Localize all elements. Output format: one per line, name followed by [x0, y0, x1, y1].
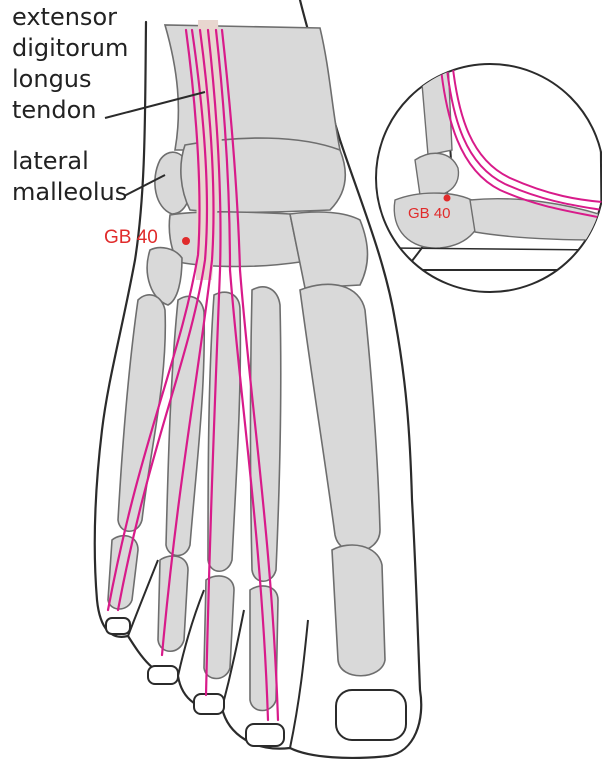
gb40-point-main	[182, 237, 190, 245]
toenail-3	[194, 694, 224, 714]
toenail-4	[148, 666, 178, 684]
lateral-malleolus-label: lateral malleolus	[12, 146, 162, 208]
cuneiform-bone	[290, 212, 368, 288]
toenail-2	[246, 724, 284, 746]
phalanx-4	[158, 556, 188, 651]
metatarsal-4	[166, 296, 204, 555]
metatarsal-5	[118, 295, 165, 531]
tibia-bone	[165, 25, 340, 150]
extensor-label-line-1: extensor	[12, 2, 162, 33]
bones	[108, 25, 385, 711]
gb40-point-inset	[444, 195, 451, 202]
toenail-1	[336, 690, 406, 740]
lateral-label-line-1: lateral	[12, 146, 162, 177]
toenail-5	[106, 618, 130, 634]
extensor-label-line-2: digitorum	[12, 33, 162, 64]
metatarsal-1	[300, 284, 380, 551]
extensor-label-line-4: tendon	[12, 95, 162, 126]
extensor-digitorum-longus-tendon-label: extensor digitorum longus tendon	[12, 2, 162, 126]
inset-lateral-view	[376, 60, 602, 292]
extensor-label-line-3: longus	[12, 64, 162, 95]
gb40-inset-label: GB 40	[408, 205, 451, 222]
toe-divider-4	[290, 620, 308, 748]
phalanx-1	[332, 545, 385, 676]
phalanx-5	[108, 536, 138, 609]
inset-circle	[376, 64, 602, 292]
gb40-main-label: GB 40	[104, 227, 158, 249]
lateral-label-line-2: malleolus	[12, 177, 162, 208]
